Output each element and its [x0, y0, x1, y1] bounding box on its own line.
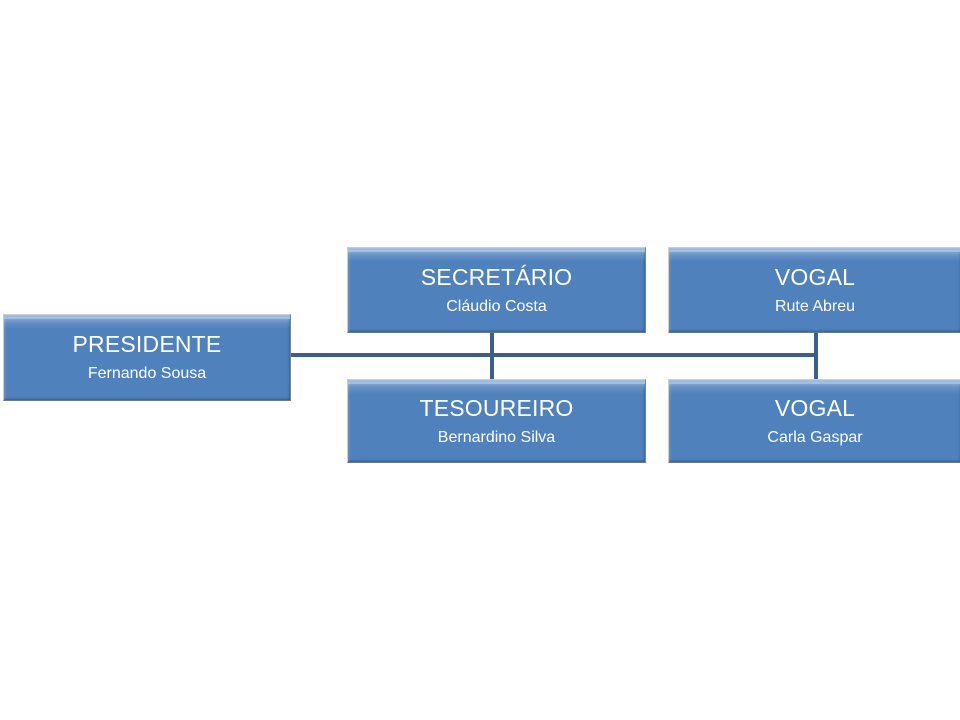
- connector-horizontal-main: [289, 353, 818, 357]
- org-node-person-name: Fernando Sousa: [87, 365, 207, 382]
- org-node-title: SECRETÁRIO: [420, 263, 573, 290]
- org-node-title: PRESIDENTE: [72, 331, 222, 357]
- org-node-person-name: Rute Abreu: [774, 297, 856, 315]
- org-node-secretario[interactable]: SECRETÁRIO Cláudio Costa: [347, 247, 646, 333]
- org-node-vogal-2[interactable]: VOGAL Carla Gaspar: [668, 379, 960, 463]
- org-node-title: VOGAL: [774, 263, 856, 290]
- org-node-person-name: Bernardino Silva: [437, 428, 556, 446]
- org-node-presidente[interactable]: PRESIDENTE Fernando Sousa: [3, 314, 291, 401]
- connector-vertical-left: [490, 333, 494, 380]
- org-node-title: TESOUREIRO: [419, 394, 574, 421]
- org-node-person-name: Carla Gaspar: [767, 428, 863, 446]
- org-node-title: VOGAL: [774, 394, 856, 421]
- org-node-tesoureiro[interactable]: TESOUREIRO Bernardino Silva: [347, 379, 646, 463]
- connector-vertical-right: [814, 333, 818, 380]
- org-node-person-name: Cláudio Costa: [446, 297, 547, 315]
- org-node-vogal-1[interactable]: VOGAL Rute Abreu: [668, 247, 960, 333]
